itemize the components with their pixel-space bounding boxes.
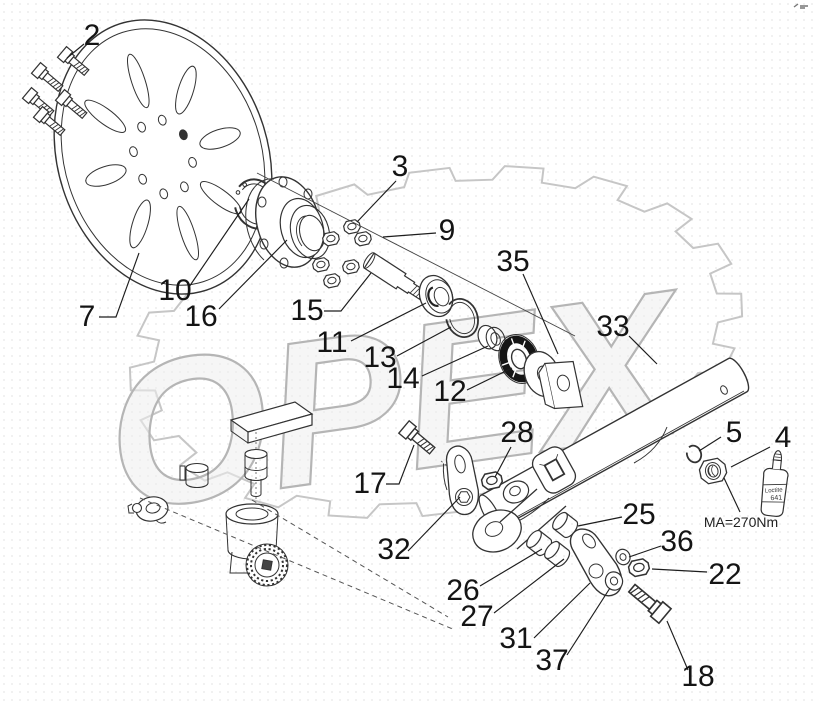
spacer-14 (477, 324, 506, 352)
adjuster-assembly (127, 401, 456, 631)
torque-note: MA=270Nm (703, 514, 779, 530)
callout-11: 11 (316, 326, 348, 359)
adjuster-guide-line-2 (251, 499, 449, 618)
adjuster-pin (244, 432, 268, 502)
leader-18 (666, 620, 689, 671)
callout-25: 25 (622, 498, 656, 531)
callout-3: 3 (391, 150, 409, 183)
leader-28 (494, 446, 512, 478)
leader-26 (479, 548, 543, 587)
nut-22 (626, 557, 652, 579)
leader-25 (577, 516, 623, 527)
nut-4 (698, 457, 728, 485)
callout-31: 31 (499, 622, 533, 655)
callout-33: 33 (596, 310, 630, 343)
callout-14: 14 (386, 362, 420, 395)
callout-7: 7 (78, 300, 96, 333)
adjuster-cap (179, 462, 209, 489)
disc-slots (53, 29, 274, 284)
leader-4 (730, 446, 771, 468)
disc-holes (120, 108, 205, 207)
leader-35 (522, 273, 559, 355)
callout-9: 9 (438, 214, 456, 247)
leader-17 (386, 444, 415, 485)
bottle-label-line2: 641 (770, 494, 782, 502)
callout-17: 17 (353, 467, 387, 500)
leader-15 (324, 272, 372, 312)
leader-11 (350, 302, 427, 342)
leader-37 (566, 587, 611, 656)
leader-36 (628, 545, 662, 558)
washer-36 (615, 548, 631, 566)
washer-37 (604, 571, 624, 591)
leader-16 (218, 239, 288, 310)
link-arm (472, 446, 577, 553)
leader-lines (66, 43, 771, 671)
retaining-ring-13 (445, 298, 479, 338)
callout-13: 13 (363, 341, 397, 374)
leader-32 (407, 496, 461, 552)
leader-13 (396, 326, 452, 357)
bottle-label-line1: Loctite (765, 487, 784, 494)
callout-28: 28 (500, 416, 534, 449)
callout-5: 5 (725, 416, 743, 449)
serrated-disc (245, 543, 289, 587)
bolt-18 (625, 580, 672, 625)
callout-18: 18 (681, 660, 715, 693)
leader-12 (466, 367, 513, 391)
callout-16: 16 (184, 300, 218, 333)
axle-centerline (256, 172, 576, 337)
callout-12: 12 (433, 375, 467, 408)
callout-35: 35 (496, 245, 530, 278)
socket-end (531, 446, 577, 494)
leader-9 (382, 232, 437, 238)
leader-2 (66, 43, 85, 59)
callout-26: 26 (446, 574, 480, 607)
hub-16 (245, 176, 331, 269)
callout-10: 10 (158, 274, 192, 307)
bearing-11 (418, 274, 454, 318)
leader-10 (188, 198, 250, 288)
leader-7 (99, 252, 140, 318)
corner-mark (793, 3, 808, 9)
callout-36: 36 (660, 525, 694, 558)
callout-22: 22 (708, 558, 742, 591)
callout-27: 27 (460, 600, 494, 633)
callout-37: 37 (535, 644, 569, 677)
leader-27 (493, 558, 565, 614)
clamp-collar (127, 496, 169, 524)
leader-14 (421, 345, 489, 377)
leader-3 (356, 180, 397, 223)
adjuster-guide-line-1 (139, 497, 456, 631)
leader-33 (628, 335, 658, 365)
loctite-bottle: Loctite 641 (760, 450, 789, 517)
washer-5 (685, 444, 703, 464)
plate-31 (565, 520, 629, 604)
callout-2: 2 (83, 19, 101, 52)
leader-4-torque (723, 477, 741, 513)
callout-32: 32 (377, 533, 411, 566)
leader-22 (651, 568, 708, 573)
callout-15: 15 (290, 294, 324, 327)
bracket-35 (538, 360, 584, 410)
leader-5 (698, 436, 722, 452)
adjuster-body (225, 503, 279, 574)
disc-blade (20, 0, 306, 323)
callout-4: 4 (774, 421, 792, 454)
leader-31 (533, 582, 591, 639)
plate-32 (442, 445, 480, 516)
